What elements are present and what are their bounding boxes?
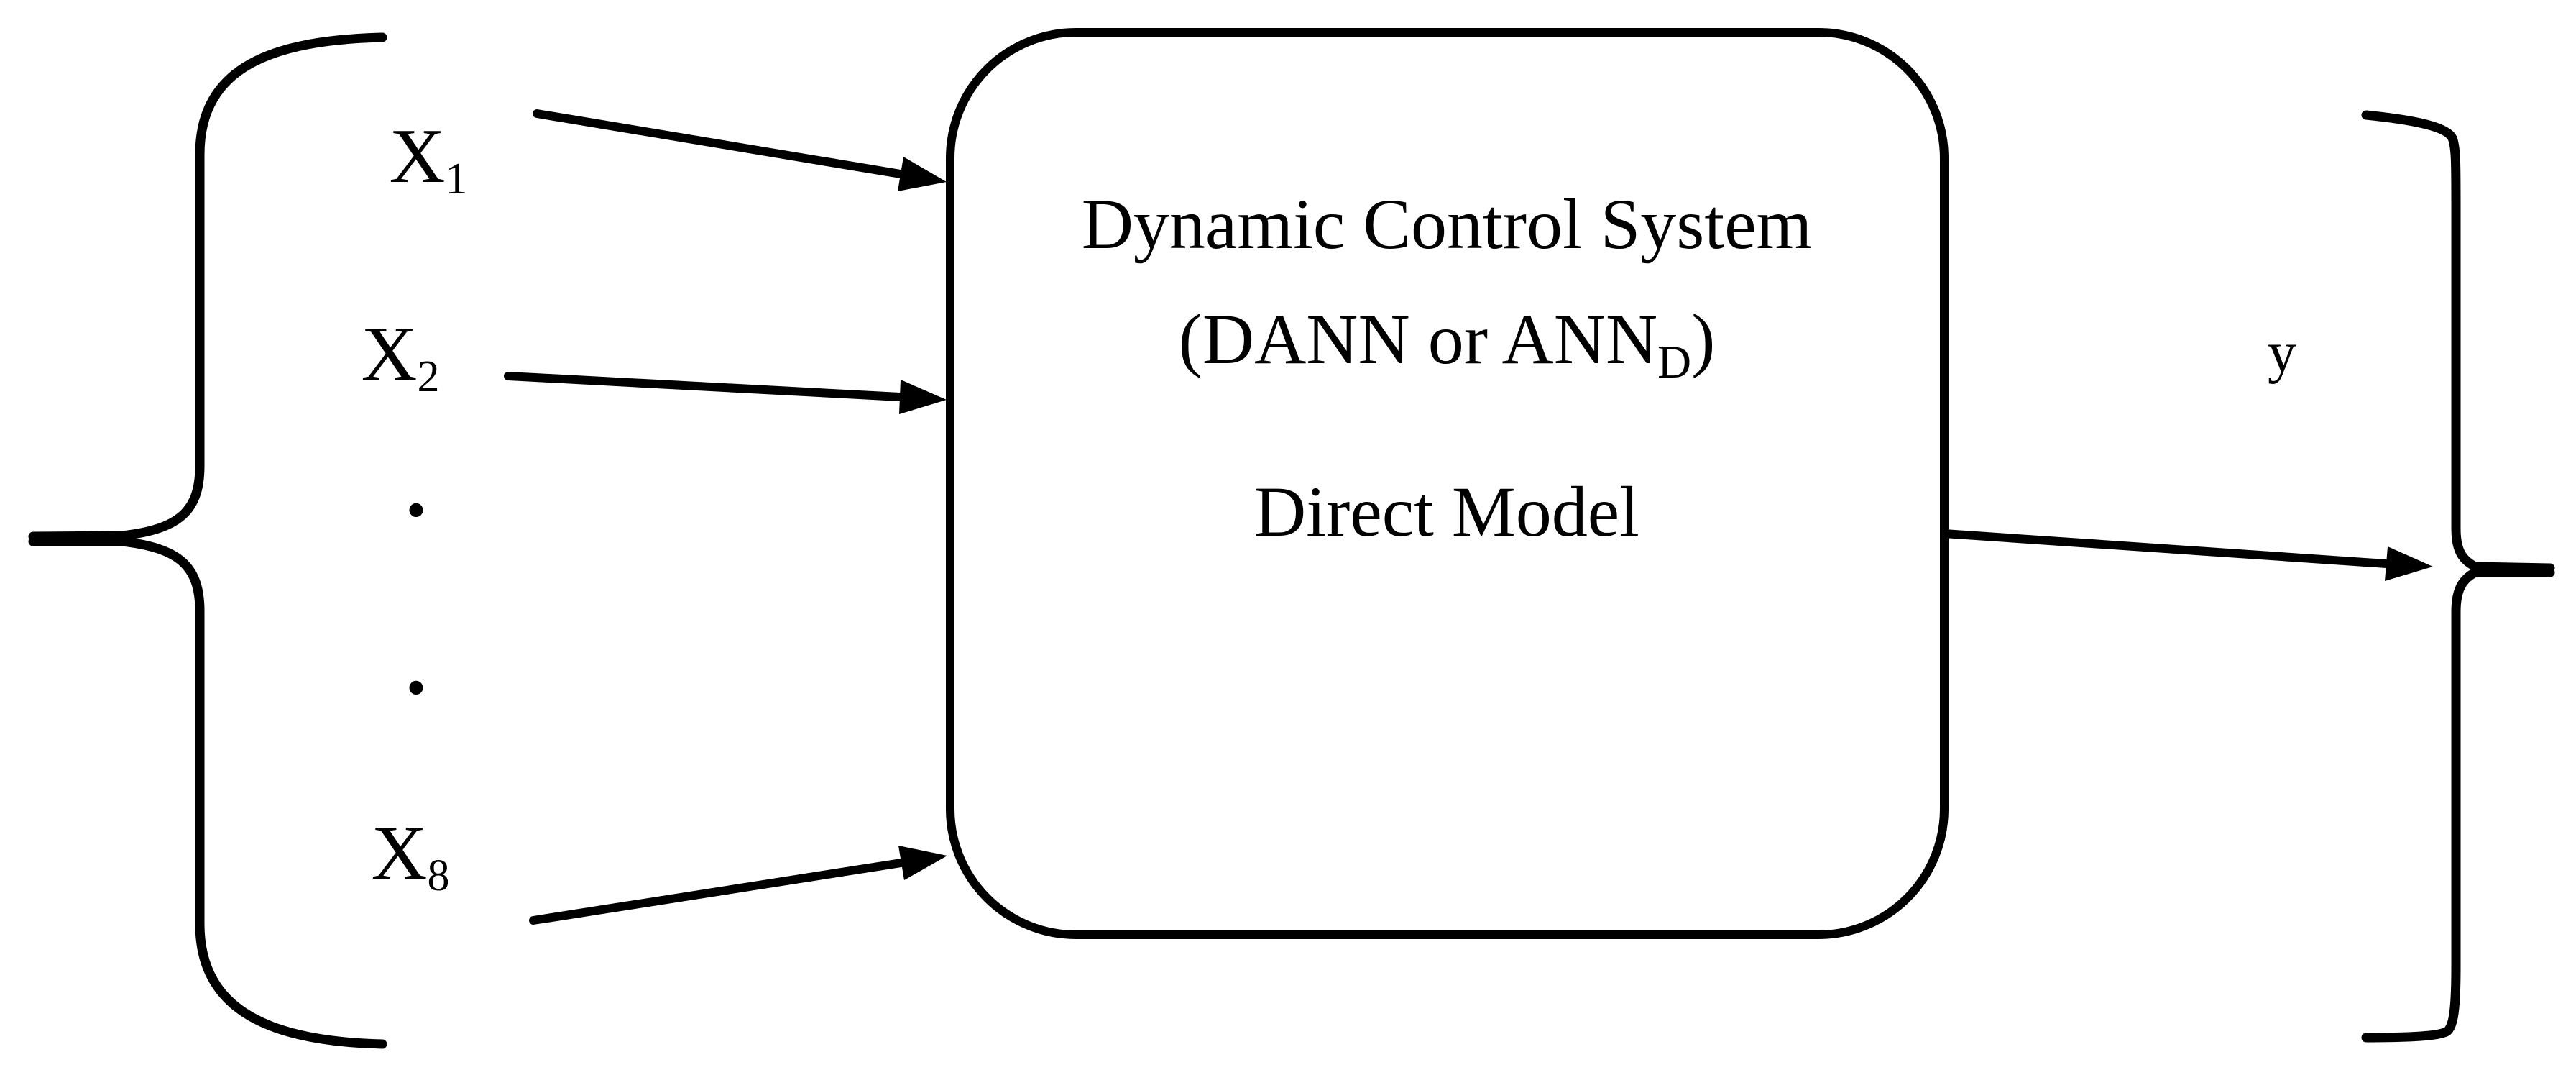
system-box-model-label: Direct Model	[1254, 472, 1639, 552]
ellipsis-dot-2: •	[406, 657, 426, 720]
arrowhead-icon	[898, 846, 947, 880]
input-label-x1: X1	[390, 114, 468, 203]
right-brace-lower-path	[2361, 567, 2555, 1043]
left-brace-upper-path	[28, 32, 387, 541]
system-box-subtitle: (DANN or ANND)	[1179, 299, 1716, 388]
output-label-y: y	[2268, 321, 2296, 385]
left-brace-lower-path	[28, 536, 387, 1049]
input-label-x8: X8	[372, 810, 450, 900]
arrowhead-icon	[899, 380, 947, 414]
system-box-title: Dynamic Control System	[1082, 184, 1813, 264]
right-brace-upper-path	[2361, 110, 2555, 573]
output-arrow	[1940, 529, 2433, 581]
arrowhead-icon	[2385, 546, 2433, 581]
input-label-x2: X2	[362, 311, 440, 401]
ellipsis-dot-1: •	[406, 479, 426, 542]
system-box	[946, 28, 1949, 939]
arrowhead-icon	[898, 157, 947, 191]
right-brace	[2361, 110, 2555, 1043]
left-brace	[28, 32, 387, 1049]
input-arrow-x2	[504, 372, 947, 414]
input-arrow-x1	[533, 109, 947, 191]
input-arrow-x8	[529, 846, 947, 925]
